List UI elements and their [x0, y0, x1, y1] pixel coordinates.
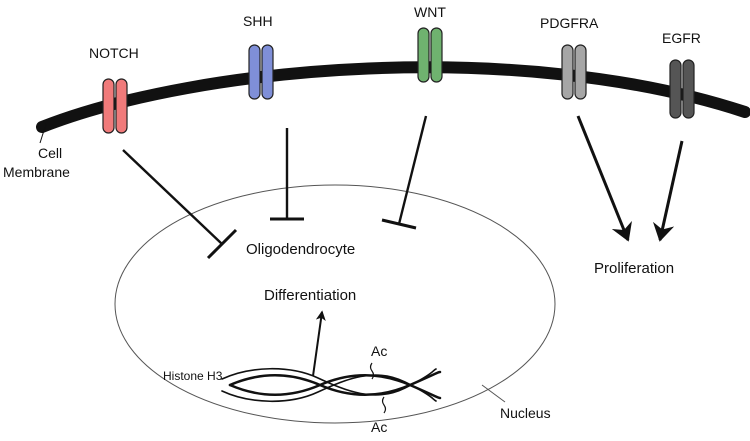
shh-label: SHH: [243, 13, 273, 29]
egfr-receptor: [669, 59, 695, 119]
notch-receptor: [102, 78, 128, 134]
notch-label: NOTCH: [89, 45, 139, 61]
pdgfra-activation-arrow: [576, 115, 632, 242]
wnt-receptor: [417, 27, 443, 83]
egfr-label: EGFR: [662, 30, 701, 46]
nucleus-leader: [481, 384, 506, 403]
acetyl-label-bottom: Ac: [371, 419, 387, 435]
histone-label: Histone H3: [163, 369, 223, 383]
oligodendrocyte-label: Oligodendrocyte: [246, 241, 355, 258]
shh-receptor: [248, 44, 274, 100]
pdgfra-receptor: [561, 44, 587, 100]
acetyl-mark-bottom: [381, 396, 387, 414]
cell-membrane-leader: [39, 123, 47, 144]
histone-activation-arrow: [312, 310, 326, 377]
differentiation-label: Differentiation: [264, 287, 356, 304]
wnt-inhibition: [381, 115, 428, 230]
acetyl-label-top: Ac: [371, 343, 387, 359]
nucleus: [114, 184, 556, 424]
acetyl-mark-top: [369, 362, 375, 380]
notch-inhibition: [122, 149, 238, 260]
cell-membrane-label-line2: Membrane: [3, 164, 70, 180]
cell-membrane: [36, 61, 750, 133]
wnt-label: WNT: [414, 4, 446, 20]
proliferation-label: Proliferation: [594, 260, 674, 277]
shh-inhibition: [270, 128, 304, 221]
pdgfra-label: PDGFRA: [540, 15, 599, 31]
dna-helix: [221, 367, 442, 403]
cell-membrane-label-line1: Cell: [38, 145, 62, 161]
egfr-activation-arrow: [652, 140, 684, 242]
nucleus-label: Nucleus: [500, 405, 551, 421]
